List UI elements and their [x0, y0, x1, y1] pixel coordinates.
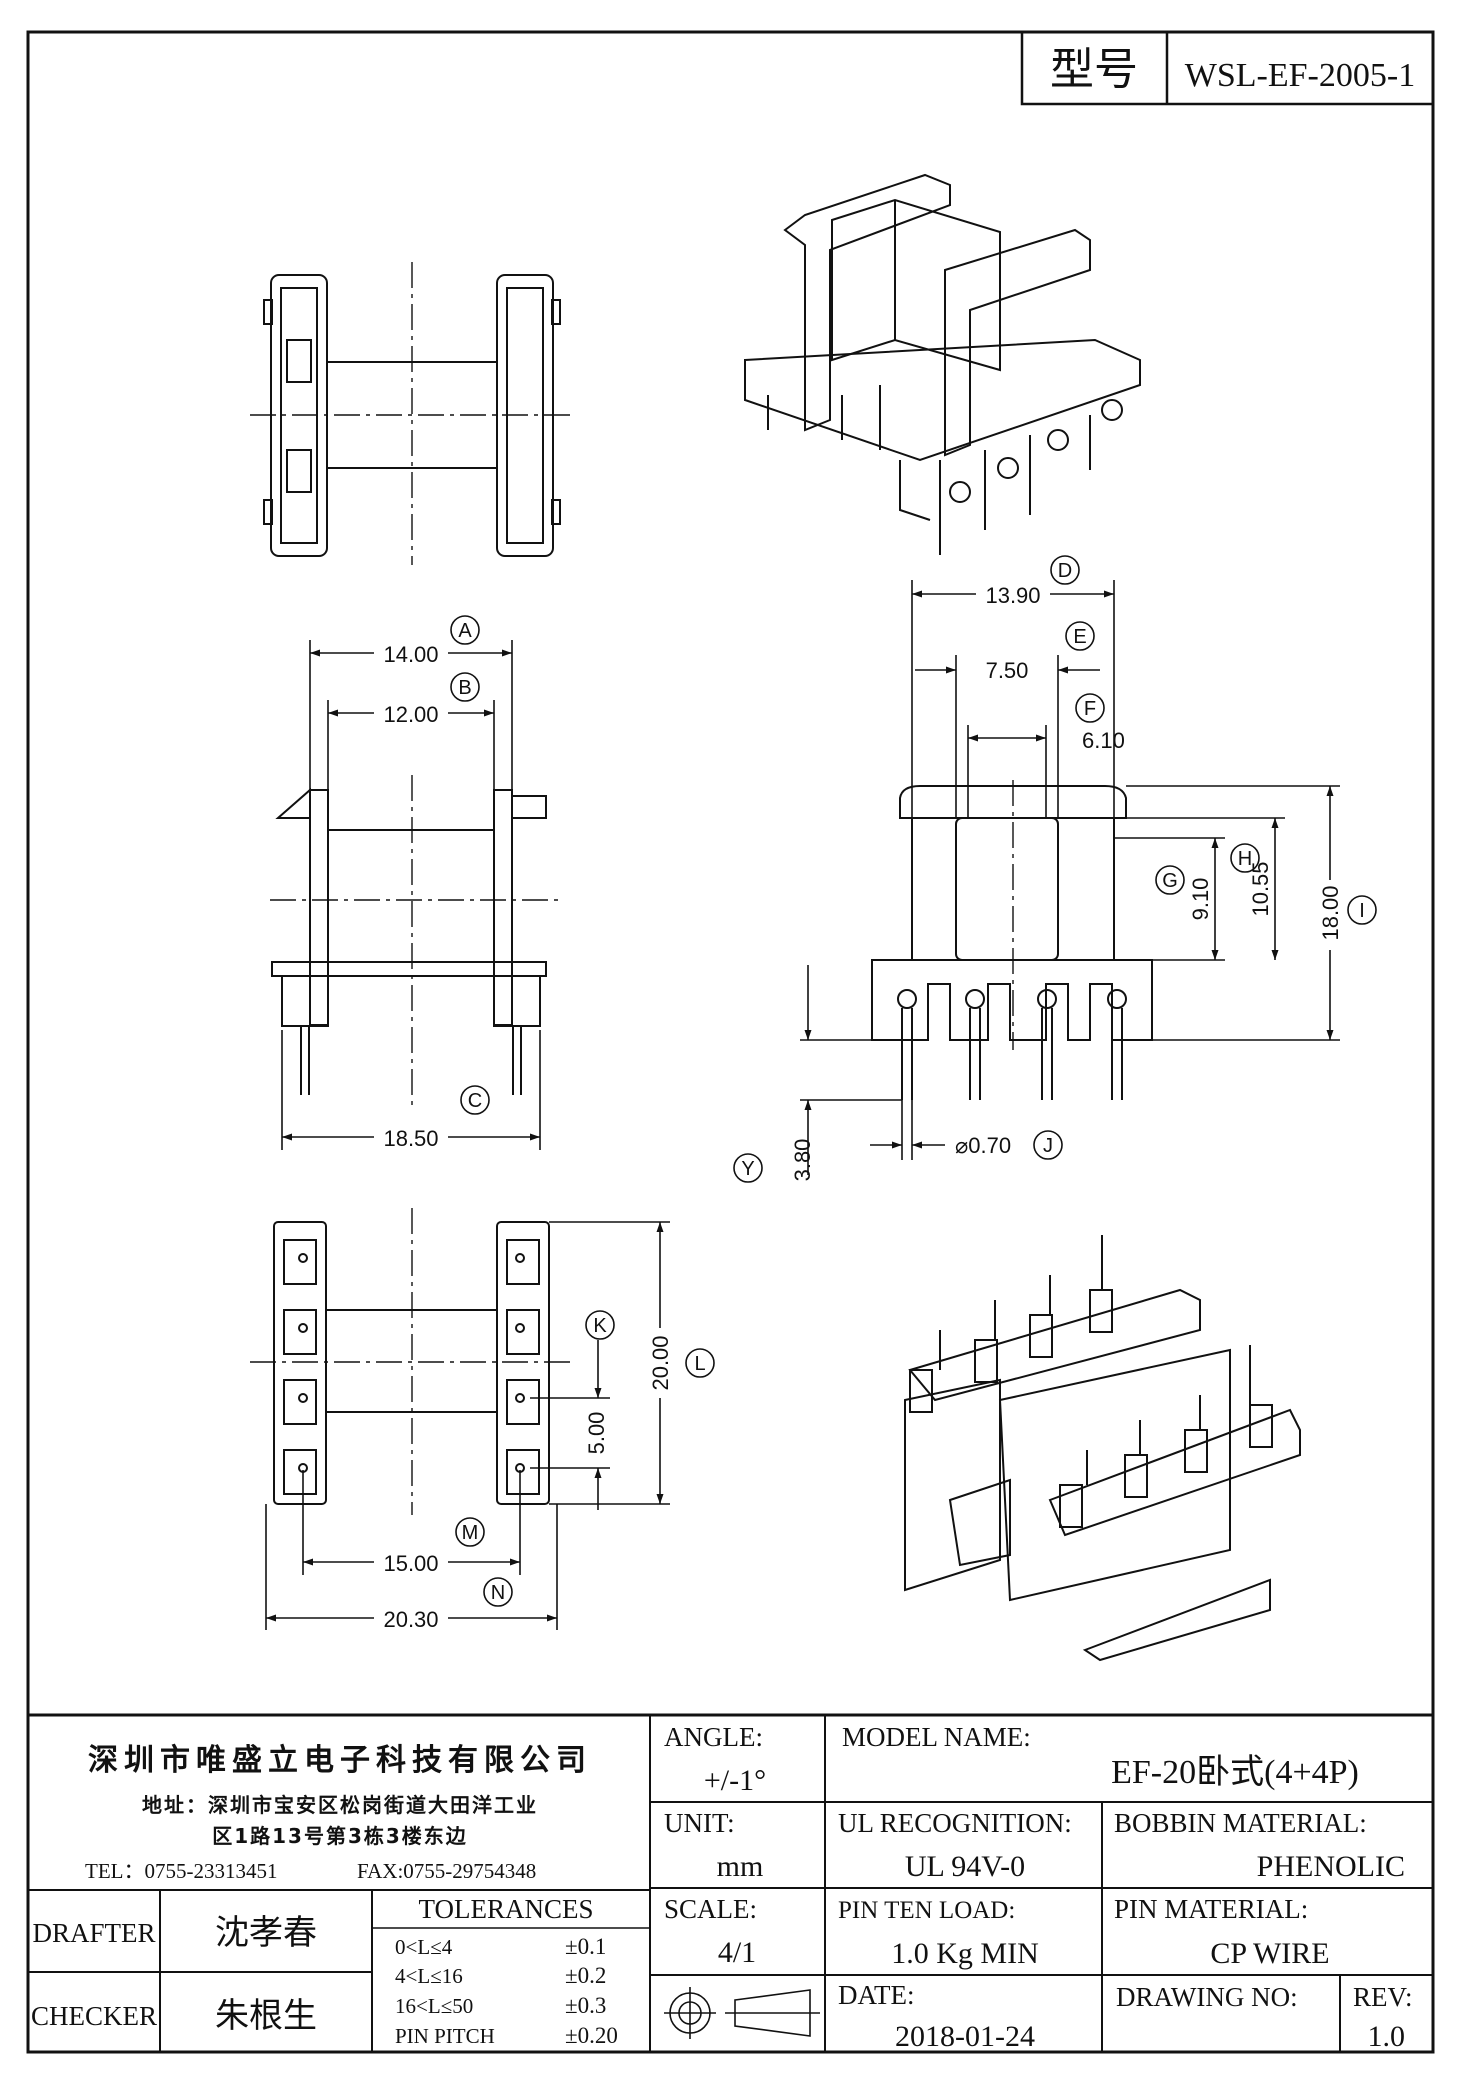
dimension-lines — [265, 580, 1340, 1630]
drawing-no-label: DRAWING NO: — [1116, 1982, 1298, 2012]
tolerance-value-2: ±0.2 — [565, 1963, 606, 1988]
model-info: MODEL NAME: EF-20卧式(4+4P) — [842, 1722, 1359, 1791]
side-view — [871, 780, 1153, 1100]
balloon-b: B — [458, 677, 471, 699]
balloon-g: G — [1162, 870, 1178, 892]
dim-c-value: 18.50 — [383, 1126, 438, 1151]
rev-value: 1.0 — [1368, 2020, 1406, 2053]
scale-value: 4/1 — [718, 1936, 756, 1969]
drafter-label: DRAFTER — [32, 1918, 155, 1948]
dim-i-value: 18.00 — [1318, 885, 1343, 940]
company-name: 深圳市唯盛立电子科技有限公司 — [88, 1743, 592, 1778]
bobbin-label: BOBBIN MATERIAL: — [1114, 1808, 1367, 1838]
balloon-k: K — [593, 1315, 607, 1337]
header-label: 型号 — [1050, 44, 1138, 95]
company-address: 地址：深圳市宝安区松岗街道大田洋工业 — [142, 1793, 538, 1817]
balloon-d: D — [1058, 560, 1072, 582]
sheet-border — [26, 30, 1435, 2054]
balloon-letters: A B C D E F G H I J Y K L M N — [458, 560, 1364, 1604]
tolerance-value-3: ±0.3 — [565, 1993, 606, 2018]
dim-g-value: 9.10 — [1188, 878, 1213, 921]
isometric-view-bottom — [904, 1235, 1301, 1662]
pin-load-label: PIN TEN LOAD: — [838, 1897, 1015, 1924]
pin-load-value: 1.0 Kg MIN — [891, 1937, 1039, 1970]
balloon-l: L — [694, 1353, 705, 1375]
tolerance-value-4: ±0.20 — [565, 2023, 618, 2048]
rev-label: REV: — [1353, 1982, 1413, 2012]
tolerance-value-1: ±0.1 — [565, 1934, 606, 1959]
balloon-f: F — [1084, 698, 1096, 720]
unit-value: mm — [717, 1850, 764, 1883]
company-fax: FAX:0755-29754348 — [357, 1859, 536, 1883]
angle-value: +/-1° — [704, 1764, 766, 1797]
unit-label: UNIT: — [664, 1808, 735, 1838]
angle-label: ANGLE: — [664, 1722, 763, 1752]
tolerance-range-3: 16<L≤50 — [395, 1994, 473, 2018]
bobbin-value: PHENOLIC — [1257, 1850, 1405, 1883]
dim-m-value: 15.00 — [383, 1551, 438, 1576]
balloon-m: M — [462, 1522, 479, 1544]
pin-material-value: CP WIRE — [1210, 1937, 1329, 1970]
front-view — [270, 775, 560, 1110]
company-info: 深圳市唯盛立电子科技有限公司 地址：深圳市宝安区松岗街道大田洋工业 区1路13号… — [85, 1743, 592, 1883]
part-number: WSL-EF-2005-1 — [1185, 57, 1415, 94]
dim-n-value: 20.30 — [383, 1607, 438, 1632]
pin-material-label: PIN MATERIAL: — [1114, 1894, 1308, 1924]
isometric-view-top — [744, 173, 1141, 555]
projection-symbol-icon — [664, 1987, 820, 2039]
drafter-checker: DRAFTER 沈孝春 CHECKER 朱根生 — [31, 1914, 317, 2035]
company-address-line2: 区1路13号第3栋3楼东边 — [212, 1824, 468, 1848]
date-label: DATE: — [838, 1980, 915, 2010]
tolerance-range-4: PIN PITCH — [395, 2024, 495, 2048]
top-view — [250, 262, 575, 565]
date-value: 2018-01-24 — [895, 2020, 1035, 2053]
balloon-j: J — [1043, 1135, 1053, 1157]
title-block-grid — [28, 1713, 1433, 2052]
dim-d-value: 13.90 — [985, 583, 1040, 608]
ul-value: UL 94V-0 — [905, 1850, 1025, 1883]
dim-l-value: 20.00 — [648, 1335, 673, 1390]
tolerances-table: TOLERANCES 0<L≤4 ±0.1 4<L≤16 ±0.2 16<L≤5… — [395, 1894, 618, 2048]
balloon-e: E — [1073, 626, 1086, 648]
date-drawing-rev: DATE: 2018-01-24 DRAWING NO: REV: 1.0 — [838, 1980, 1413, 2053]
dim-k-value: 5.00 — [584, 1412, 609, 1455]
dim-f-value: 6.10 — [1082, 728, 1125, 753]
balloon-y: Y — [741, 1158, 754, 1180]
tolerance-range-1: 0<L≤4 — [395, 1935, 453, 1959]
tolerance-range-2: 4<L≤16 — [395, 1964, 463, 1988]
dim-a-value: 14.00 — [383, 642, 438, 667]
drafter-name: 沈孝春 — [215, 1914, 317, 1952]
model-label: MODEL NAME: — [842, 1722, 1031, 1752]
bottom-view — [250, 1208, 575, 1515]
balloon-c: C — [468, 1090, 482, 1112]
model-value: EF-20卧式(4+4P) — [1111, 1754, 1359, 1791]
dim-e-value: 7.50 — [986, 658, 1029, 683]
company-tel: TEL：0755-23313451 — [85, 1859, 277, 1883]
angle-unit-scale: ANGLE: +/-1° UNIT: mm SCALE: 4/1 — [664, 1722, 766, 1969]
balloon-h: H — [1238, 848, 1252, 870]
dim-y-value: 3.80 — [790, 1139, 815, 1182]
balloon-n: N — [491, 1582, 505, 1604]
checker-label: CHECKER — [31, 2001, 157, 2031]
dim-j-value: ⌀0.70 — [955, 1133, 1011, 1158]
ul-label: UL RECOGNITION: — [838, 1808, 1072, 1838]
checker-name: 朱根生 — [215, 1997, 317, 2035]
dim-b-value: 12.00 — [383, 702, 438, 727]
material-info: UL RECOGNITION: UL 94V-0 BOBBIN MATERIAL… — [838, 1808, 1405, 1970]
tolerances-title: TOLERANCES — [418, 1894, 593, 1924]
balloon-i: I — [1359, 900, 1365, 922]
balloon-a: A — [458, 620, 472, 642]
dimension-values: 14.00 12.00 18.50 13.90 7.50 6.10 9.10 1… — [374, 582, 1343, 1632]
part-number-header: 型号 WSL-EF-2005-1 — [1020, 30, 1435, 106]
scale-label: SCALE: — [664, 1894, 757, 1924]
dimension-balloons — [450, 555, 1377, 1607]
